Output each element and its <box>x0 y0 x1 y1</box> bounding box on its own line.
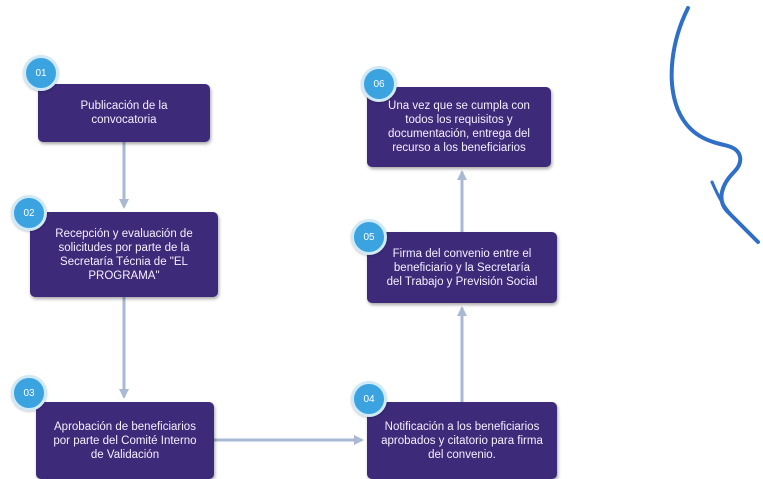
step-04-badge: 04 <box>351 381 387 417</box>
step-04-box: Notificación a los beneficiarios aprobad… <box>367 402 557 479</box>
step-03-box: Aprobación de beneficiarios por parte de… <box>36 402 214 479</box>
step-06-box: Una vez que se cumpla con todos los requ… <box>367 87 551 167</box>
step-05-badge: 05 <box>351 219 387 255</box>
step-01-box: Publicación de la convocatoria <box>38 84 210 142</box>
step-03-badge: 03 <box>11 375 47 411</box>
step-02-badge: 02 <box>11 195 47 231</box>
step-01-badge: 01 <box>23 55 59 91</box>
step-02-box: Recepción y evaluación de solicitudes po… <box>30 212 218 297</box>
step-06-badge: 06 <box>361 66 397 102</box>
step-05-box: Firma del convenio entre el beneficiario… <box>367 232 557 303</box>
